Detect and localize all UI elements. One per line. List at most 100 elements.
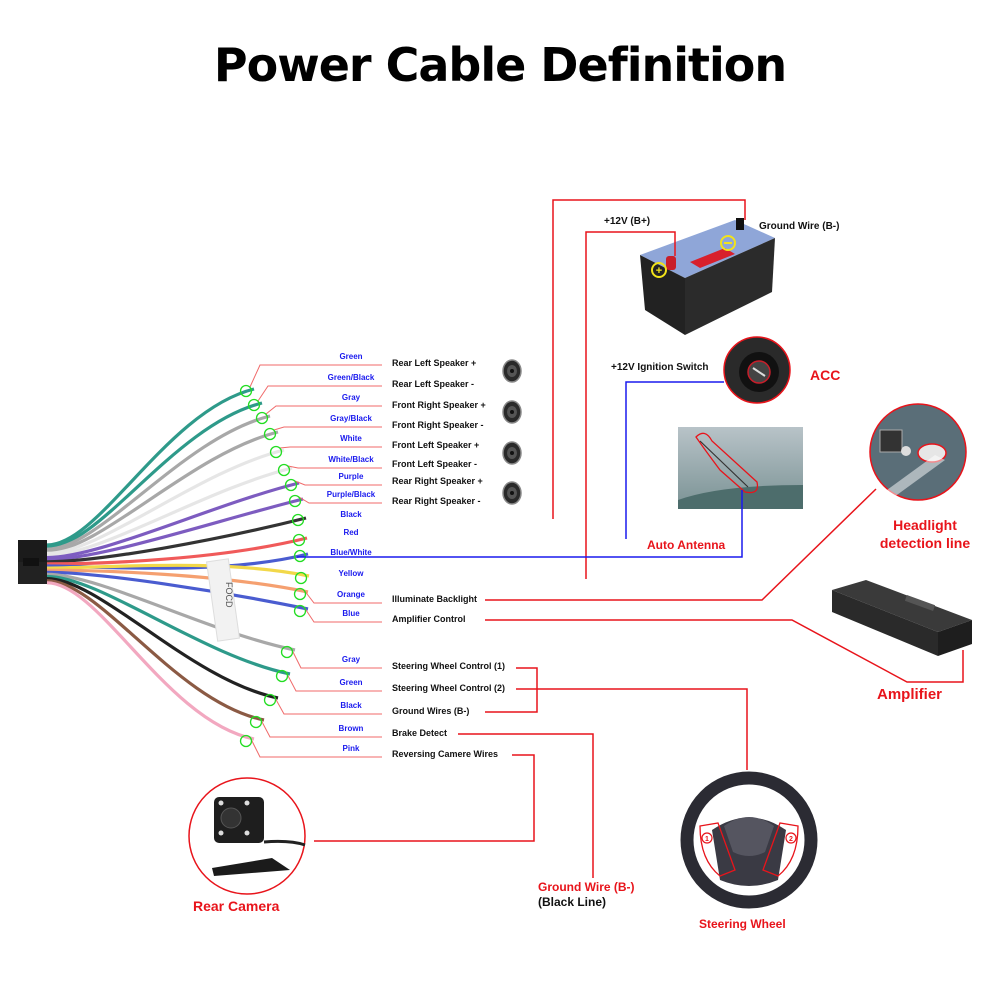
amplifier-image xyxy=(832,580,972,656)
antenna-image xyxy=(678,427,803,509)
speaker-icon xyxy=(500,481,522,505)
harness-tag: FOCD xyxy=(205,558,241,642)
wire-16 xyxy=(46,577,279,700)
wire-marker xyxy=(293,549,307,563)
wire-1 xyxy=(46,401,263,549)
wire-marker xyxy=(239,734,253,748)
wire-marker xyxy=(277,463,291,477)
wire-color-label: Brown xyxy=(338,724,364,733)
page-title: Power Cable Definition xyxy=(213,38,787,92)
wire-marker xyxy=(247,398,261,412)
wire-color-label: Blue xyxy=(342,609,360,618)
wire-function-label: Front Left Speaker + xyxy=(392,440,480,450)
wire-marker xyxy=(293,604,307,618)
wire-marker xyxy=(292,533,306,547)
auto-antenna-label: Auto Antenna xyxy=(647,538,726,552)
wire-color-label: Green/Black xyxy=(327,373,375,382)
ignition-switch-image xyxy=(723,336,791,404)
leader-line xyxy=(259,717,382,738)
leader-line xyxy=(257,385,382,402)
wire-color-label: White/Black xyxy=(328,455,374,464)
wire-function-label: Ground Wires (B-) xyxy=(392,706,470,716)
leader-line xyxy=(303,606,382,623)
leader-line xyxy=(265,405,382,415)
negative-terminal-icon xyxy=(720,235,736,251)
wire-marker xyxy=(291,513,305,527)
label-leaders xyxy=(249,364,382,758)
wire-14 xyxy=(46,572,296,652)
wire-marker xyxy=(269,445,283,459)
headlight-label-line2: detection line xyxy=(879,535,971,551)
leader-line xyxy=(273,695,382,715)
wire-color-label: Red xyxy=(343,528,359,537)
wire-18 xyxy=(46,581,255,741)
wire-marker xyxy=(293,587,307,601)
leader-line xyxy=(285,671,382,692)
wire-8 xyxy=(46,516,307,564)
rear-camera-image xyxy=(188,777,306,895)
wire-7 xyxy=(46,497,304,562)
wire-color-label: Green xyxy=(339,678,363,687)
wire-marker xyxy=(263,427,277,441)
wire-markers xyxy=(239,384,308,748)
rear-camera-label: Rear Camera xyxy=(193,898,280,914)
battery-image: + xyxy=(640,218,775,335)
wire-bundle xyxy=(46,387,310,741)
wire-function-label: Front Left Speaker - xyxy=(392,459,478,469)
steering-button-2-label: 2 xyxy=(789,836,793,843)
wire-9 xyxy=(46,536,308,566)
headlight-label: Headlight detection line xyxy=(865,516,985,552)
wire-0 xyxy=(46,387,255,547)
wire-3 xyxy=(46,430,279,553)
wire-4 xyxy=(46,448,285,555)
wire-marker xyxy=(249,715,263,729)
headlight-label-line1: Headlight xyxy=(893,517,957,533)
wire-color-label: Orange xyxy=(336,590,365,599)
wire-color-label: Yellow xyxy=(338,569,364,578)
acc-label: ACC xyxy=(810,367,841,383)
leader-line xyxy=(287,465,382,469)
wire-15 xyxy=(46,574,291,676)
wire-function-label: Reversing Camere Wires xyxy=(392,749,498,759)
wire-12 xyxy=(46,568,309,594)
wire-6 xyxy=(46,481,300,560)
wire-function-label: Front Right Speaker - xyxy=(392,420,484,430)
wire-function-label: Steering Wheel Control (2) xyxy=(392,683,506,693)
svg-text:+: + xyxy=(656,265,662,277)
wire-function-label: Illuminate Backlight xyxy=(392,594,478,604)
wire-color-label: Gray xyxy=(341,655,361,664)
wire-marker xyxy=(275,669,289,683)
harness-connector xyxy=(18,540,47,584)
wire-13 xyxy=(46,570,309,611)
wire-function-label: Steering Wheel Control (1) xyxy=(392,661,506,671)
wire-2 xyxy=(46,414,271,551)
wire-marker xyxy=(294,571,308,585)
wire-function-label: Rear Right Speaker + xyxy=(392,476,483,486)
wire-11 xyxy=(46,563,310,578)
wire-color-label: Gray xyxy=(341,393,361,402)
wire-color-label: Blue/White xyxy=(330,548,372,557)
wire-color-label: Purple xyxy=(338,472,364,481)
wire-marker xyxy=(263,693,277,707)
wire-function-label: Rear Left Speaker - xyxy=(392,379,475,389)
harness-tag-text: FOCD xyxy=(224,582,234,608)
leader-line xyxy=(249,736,382,758)
wire-function-label: Front Right Speaker + xyxy=(392,400,486,410)
speaker-icon xyxy=(500,400,522,424)
wire-function-label: Rear Right Speaker - xyxy=(392,496,481,506)
wire-color-label: White xyxy=(340,434,362,443)
ignition-switch-label: +12V Ignition Switch xyxy=(611,362,709,373)
steering-wheel-image: 1 2 xyxy=(680,771,818,909)
leader-line xyxy=(249,364,382,388)
leader-line xyxy=(303,589,382,604)
wire-color-label: Pink xyxy=(342,744,360,753)
leader-line xyxy=(294,480,382,486)
wire-marker xyxy=(239,384,253,398)
positive-terminal-icon xyxy=(651,262,667,278)
speaker-icon xyxy=(500,441,522,465)
wire-function-label: Amplifier Control xyxy=(392,614,466,624)
ground-wire-note-line2: (Black Line) xyxy=(538,895,607,909)
wire-function-label: Brake Detect xyxy=(392,728,448,738)
amplifier-label: Amplifier xyxy=(877,686,943,703)
